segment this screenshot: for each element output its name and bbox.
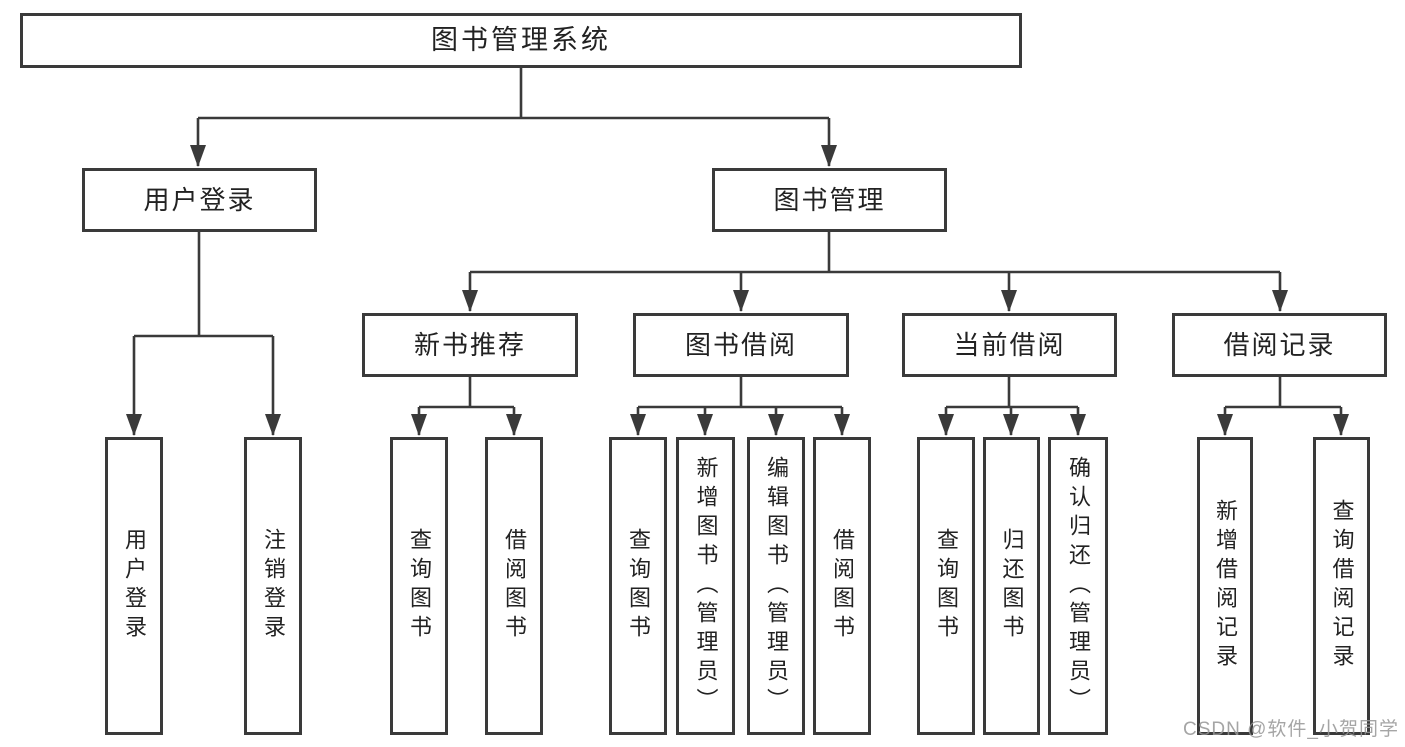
leaf-label: 查询图书 (626, 528, 651, 644)
node-label: 借阅记录 (1223, 330, 1336, 360)
leaf-label: 查询借阅记录 (1329, 499, 1355, 673)
node-borrow-records: 借阅记录 (1172, 313, 1387, 377)
leaf-label: 借阅图书 (502, 528, 527, 644)
leaf-label: 编辑图书（管理员） (764, 455, 789, 717)
leaf-label: 借阅图书 (830, 528, 855, 644)
node-library-management-system: 图书管理系统 (20, 13, 1022, 68)
leaf-user-login: 用户登录 (105, 437, 163, 735)
node-new-book-recommend: 新书推荐 (362, 313, 578, 377)
leaf-label: 注销登录 (261, 528, 286, 644)
node-label: 当前借阅 (953, 330, 1066, 360)
node-book-management: 图书管理 (712, 168, 947, 232)
leaf-label: 查询图书 (407, 528, 432, 644)
watermark: CSDN @软件_小贺同学 (1183, 719, 1399, 740)
node-label: 新书推荐 (413, 330, 526, 360)
node-label: 图书借阅 (684, 330, 797, 360)
leaf-label: 新增借阅记录 (1213, 499, 1238, 673)
node-current-borrow: 当前借阅 (902, 313, 1117, 377)
leaf-logout: 注销登录 (244, 437, 302, 735)
leaf-label: 确认归还（管理员） (1066, 455, 1091, 717)
node-label: 图书管理 (773, 185, 886, 215)
leaf-borrow-books-recommend: 借阅图书 (485, 437, 543, 735)
node-label: 图书管理系统 (431, 25, 611, 55)
leaf-query-borrow-record: 查询借阅记录 (1313, 437, 1370, 735)
leaf-query-books-recommend: 查询图书 (390, 437, 448, 735)
leaf-query-books-borrow: 查询图书 (609, 437, 667, 735)
new-book-group-connectors (411, 376, 522, 436)
leaf-label: 查询图书 (934, 528, 959, 644)
leaf-label: 归还图书 (999, 528, 1025, 644)
node-book-borrow: 图书借阅 (633, 313, 849, 377)
leaf-label: 用户登录 (122, 528, 147, 644)
user-login-branch-connectors (126, 231, 281, 436)
root-to-level2-connectors (190, 68, 837, 167)
leaf-add-books-admin: 新增图书（管理员） (676, 437, 735, 735)
leaf-edit-books-admin: 编辑图书（管理员） (747, 437, 805, 735)
borrow-records-group-connectors (1217, 376, 1349, 436)
leaf-borrow-books: 借阅图书 (813, 437, 871, 735)
node-user-login: 用户登录 (82, 168, 317, 232)
node-label: 用户登录 (143, 185, 256, 215)
leaf-query-books-current: 查询图书 (917, 437, 975, 735)
leaf-label: 新增图书（管理员） (693, 455, 719, 717)
book-management-branch-connectors (462, 231, 1288, 312)
leaf-return-books: 归还图书 (983, 437, 1040, 735)
current-borrow-group-connectors (938, 376, 1086, 436)
leaf-add-borrow-record: 新增借阅记录 (1197, 437, 1253, 735)
book-borrow-group-connectors (630, 376, 850, 436)
leaf-confirm-return-admin: 确认归还（管理员） (1048, 437, 1108, 735)
